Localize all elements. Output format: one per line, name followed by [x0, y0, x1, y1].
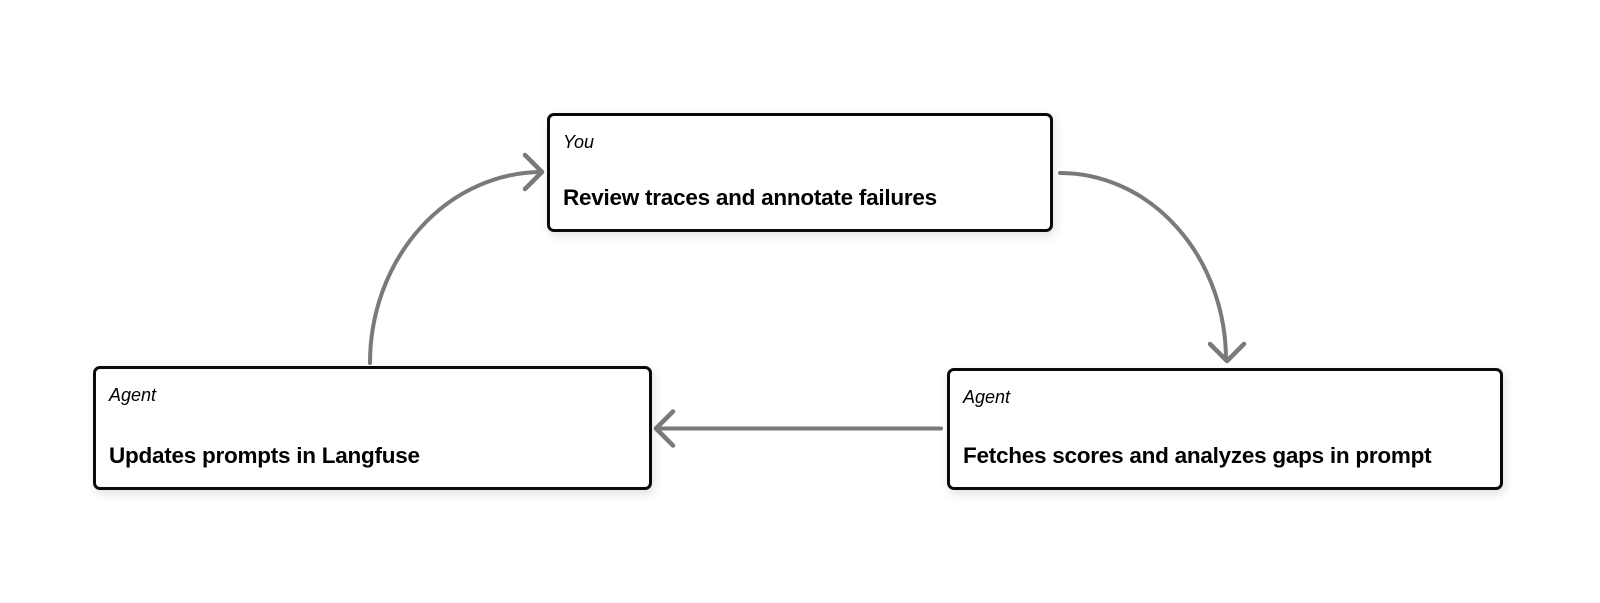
arrow-review-to-fetch: [1058, 171, 1228, 362]
node-update-prompts: Agent Updates prompts in Langfuse: [93, 366, 652, 490]
node-title: Review traces and annotate failures: [563, 185, 937, 211]
arrowhead-down-icon: [1207, 341, 1247, 364]
node-title: Fetches scores and analyzes gaps in prom…: [963, 443, 1432, 469]
arrowhead-right-icon: [522, 152, 545, 192]
arrow-update-to-review: [368, 170, 544, 365]
node-actor-label: Agent: [109, 385, 157, 405]
node-actor-label: Agent: [963, 387, 1011, 407]
node-fetch-scores: Agent Fetches scores and analyzes gaps i…: [947, 368, 1503, 490]
node-title: Updates prompts in Langfuse: [109, 443, 420, 469]
node-actor-label: You: [563, 132, 595, 152]
node-review-traces: You Review traces and annotate failures: [547, 113, 1053, 232]
arrowhead-left-icon: [653, 409, 676, 448]
